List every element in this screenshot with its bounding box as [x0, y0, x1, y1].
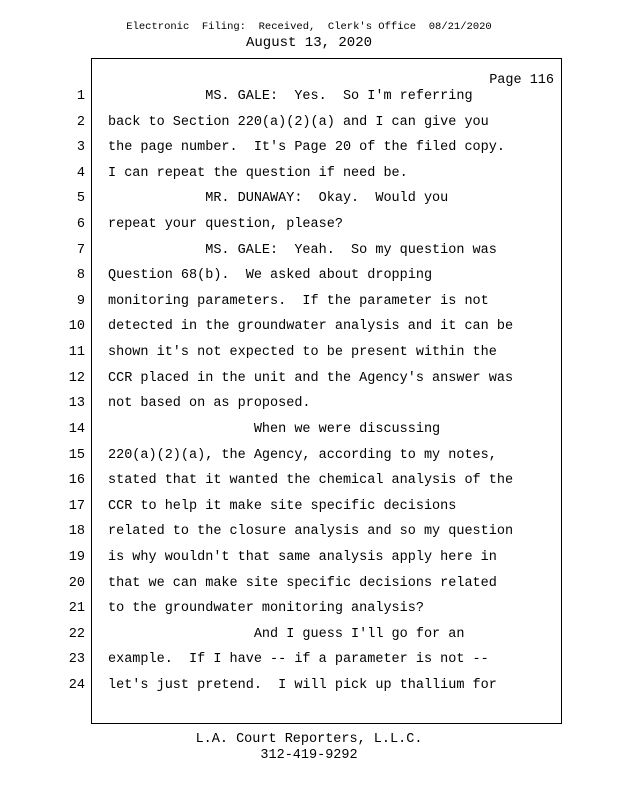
line-text: that we can make site specific decisions… — [108, 575, 497, 591]
line-text: CCR to help it make site specific decisi… — [108, 498, 457, 514]
line-number: 8 — [76, 268, 85, 284]
reporter-phone: 312-419-9292 — [260, 748, 358, 763]
line-text: MR. DUNAWAY: Okay. Would you — [108, 191, 449, 207]
line-number: 6 — [76, 217, 85, 233]
line-number: 4 — [76, 165, 85, 181]
line-text: MS. GALE: Yes. So I'm referring — [108, 89, 473, 104]
transcript-line: 15 220(a)(2)(a), the Agency, according to… — [0, 443, 618, 469]
line-text: repeat your question, please? — [108, 217, 343, 233]
line-number: 17 — [68, 498, 85, 514]
line-number: 10 — [68, 319, 85, 335]
line-number: 1 — [76, 89, 85, 104]
line-text: shown it's not expected to be present wi… — [108, 345, 497, 361]
transcript-line: 14 When we were discussing — [0, 417, 618, 443]
line-number: 18 — [68, 524, 85, 540]
line-text: I can repeat the question if need be. — [108, 165, 408, 181]
line-text: And I guess I'll go for an — [108, 626, 465, 642]
transcript-line: 20 that we can make site specific decisio… — [0, 571, 618, 597]
line-text: back to Section 220(a)(2)(a) and I can g… — [108, 114, 489, 130]
line-number: 5 — [76, 191, 85, 207]
line-number: 16 — [68, 473, 85, 489]
line-number: 2 — [76, 114, 85, 130]
line-text: example. If I have -- if a parameter is … — [108, 652, 489, 668]
line-text: monitoring parameters. If the parameter … — [108, 293, 489, 309]
transcript-line: 19 is why wouldn't that same analysis app… — [0, 545, 618, 571]
line-number: 15 — [68, 447, 85, 463]
line-text: MS. GALE: Yeah. So my question was — [108, 242, 497, 258]
transcript-line: 12 CCR placed in the unit and the Agency'… — [0, 366, 618, 392]
line-text: CCR placed in the unit and the Agency's … — [108, 370, 514, 386]
line-text: 220(a)(2)(a), the Agency, according to m… — [108, 447, 497, 463]
line-text: Question 68(b). We asked about dropping — [108, 268, 433, 284]
transcript-line: 4 I can repeat the question if need be. — [0, 161, 618, 187]
line-number: 13 — [68, 396, 85, 412]
line-number: 3 — [76, 140, 85, 156]
line-text: related to the closure analysis and so m… — [108, 524, 514, 540]
line-number: 7 — [76, 242, 85, 258]
transcript-page-border: Page 116 — [91, 58, 562, 724]
line-text: detected in the groundwater analysis and… — [108, 319, 514, 335]
transcript-line: 7 MS. GALE: Yeah. So my question was — [0, 238, 618, 264]
transcript-line: 16 stated that it wanted the chemical ana… — [0, 468, 618, 494]
line-number: 23 — [68, 652, 85, 668]
line-text: stated that it wanted the chemical analy… — [108, 473, 514, 489]
line-number: 24 — [68, 678, 85, 694]
transcript-line: 3 the page number. It's Page 20 of the fi… — [0, 135, 618, 161]
transcript-line: 6 repeat your question, please? — [0, 212, 618, 238]
line-text: When we were discussing — [108, 421, 441, 437]
line-number: 21 — [68, 601, 85, 617]
line-text: the page number. It's Page 20 of the fil… — [108, 140, 505, 156]
transcript-line: 13 not based on as proposed. — [0, 391, 618, 417]
line-number: 12 — [68, 370, 85, 386]
transcript-line: 18 related to the closure analysis and so… — [0, 519, 618, 545]
transcript-line: 22 And I guess I'll go for an — [0, 622, 618, 648]
transcript-line: 2 back to Section 220(a)(2)(a) and I can … — [0, 110, 618, 136]
line-number: 9 — [76, 293, 85, 309]
page-number-label: Page 116 — [489, 73, 554, 88]
line-number: 11 — [68, 345, 85, 361]
line-text: to the groundwater monitoring analysis? — [108, 601, 424, 617]
line-number: 22 — [68, 626, 85, 642]
transcript-line: 23 example. If I have -- if a parameter i… — [0, 647, 618, 673]
hearing-date: August 13, 2020 — [245, 35, 373, 51]
transcript-line: 17 CCR to help it make site specific deci… — [0, 494, 618, 520]
line-number: 19 — [68, 549, 85, 565]
transcript-line: 24 let's just pretend. I will pick up tha… — [0, 673, 618, 699]
transcript-lines: 1 MS. GALE: Yes. So I'm referring 2 back t… — [0, 84, 618, 699]
efiling-stamp: Electronic Filing: Received, Clerk's Off… — [126, 21, 492, 33]
reporter-name: L.A. Court Reporters, L.L.C. — [195, 732, 423, 747]
transcript-line: 8 Question 68(b). We asked about dropping — [0, 263, 618, 289]
transcript-line: 5 MR. DUNAWAY: Okay. Would you — [0, 186, 618, 212]
line-text: let's just pretend. I will pick up thall… — [108, 678, 497, 694]
transcript-line: 1 MS. GALE: Yes. So I'm referring — [0, 84, 618, 110]
transcript-line: 11 shown it's not expected to be present … — [0, 340, 618, 366]
transcript-line: 21 to the groundwater monitoring analysis… — [0, 596, 618, 622]
line-text: not based on as proposed. — [108, 396, 311, 412]
line-number: 20 — [68, 575, 85, 591]
transcript-line: 9 monitoring parameters. If the parameter… — [0, 289, 618, 315]
line-number: 14 — [68, 421, 85, 437]
line-text: is why wouldn't that same analysis apply… — [108, 549, 497, 565]
transcript-line: 10 detected in the groundwater analysis a… — [0, 314, 618, 340]
